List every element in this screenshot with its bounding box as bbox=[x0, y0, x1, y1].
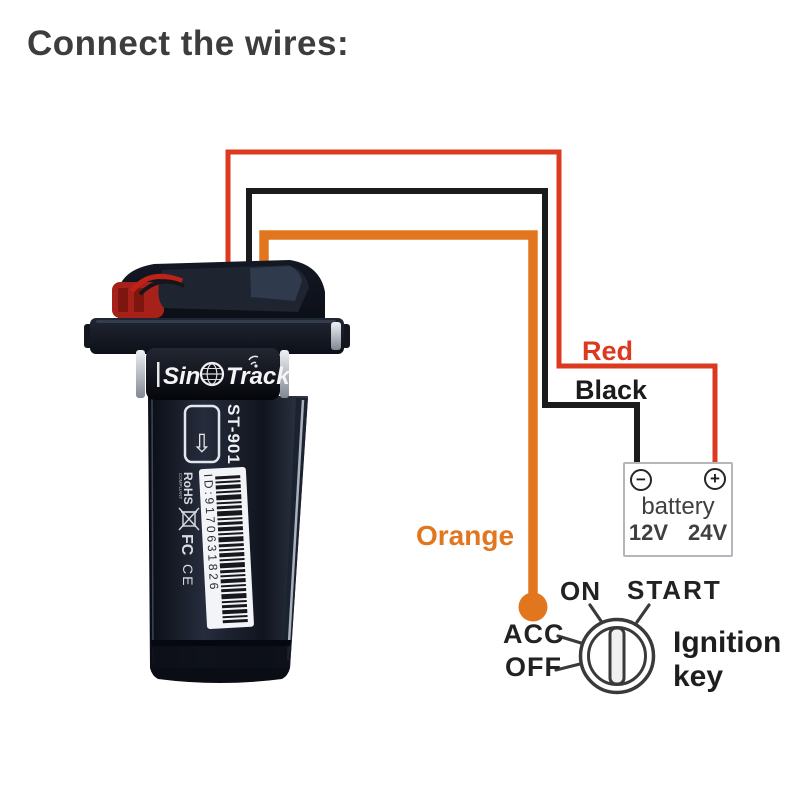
tick-acc bbox=[556, 634, 583, 645]
barcode bbox=[215, 475, 248, 624]
globe-icon bbox=[199, 361, 225, 387]
plate-chrome-left bbox=[136, 350, 145, 398]
red-wire bbox=[225, 149, 718, 463]
position-label-on: ON bbox=[560, 576, 601, 606]
connector-rib bbox=[134, 288, 144, 312]
fcc-mark: FC bbox=[178, 534, 195, 556]
download-arrow-icon: ⇩ bbox=[192, 429, 213, 458]
voltage-12v: 12V bbox=[628, 520, 668, 545]
ignition-switch bbox=[554, 603, 656, 695]
battery-voltages: 12V 24V bbox=[625, 520, 731, 546]
barcode-id: ID:9170631826 bbox=[201, 473, 221, 592]
rohs-compliant-text: COMPLIANT bbox=[178, 473, 183, 500]
tick-start bbox=[635, 603, 651, 624]
ce-mark: CE bbox=[180, 564, 196, 587]
rohs-mark: RoHS bbox=[181, 472, 195, 505]
orange-wire bbox=[259, 230, 538, 600]
lid-gloss-highlight bbox=[250, 266, 302, 301]
gps-tracker-device: ⇩ ST-901 RoHS COMPLIANT FC CE bbox=[84, 260, 350, 683]
weee-bin-icon bbox=[178, 507, 200, 531]
minus-terminal: − bbox=[630, 469, 652, 491]
device-seam-band bbox=[150, 646, 291, 668]
connector-rib bbox=[118, 288, 128, 312]
device-edge-highlight bbox=[151, 397, 154, 665]
battery-box: − + battery 12V 24V bbox=[623, 462, 733, 557]
device-seam bbox=[151, 640, 291, 646]
ignition-key-line2: key bbox=[673, 659, 724, 693]
ignition-key-label: Ignition key bbox=[673, 626, 781, 693]
ignition-key-line1: Ignition bbox=[673, 626, 782, 659]
plate-chrome-right bbox=[280, 350, 289, 398]
orange-wire-label: Orange bbox=[416, 520, 515, 551]
voltage-24v: 24V bbox=[688, 520, 728, 545]
red-wire-label: Red bbox=[582, 336, 634, 366]
black-wire-label: Black bbox=[575, 375, 648, 405]
satellite-signal-icon bbox=[248, 355, 259, 368]
device-edge-chrome bbox=[286, 399, 305, 661]
tick-off bbox=[554, 662, 582, 672]
logo-bar bbox=[157, 362, 160, 387]
position-label-off: OFF bbox=[505, 652, 562, 682]
device-bottom-cap bbox=[150, 668, 290, 683]
black-wire bbox=[246, 188, 640, 463]
download-frame bbox=[183, 404, 221, 464]
page-title: Connect the wires: bbox=[27, 24, 350, 63]
battery-label: battery bbox=[641, 493, 715, 520]
brand-prefix: Sin bbox=[163, 363, 200, 390]
lid-red-wire-curl bbox=[130, 273, 183, 293]
barcode-label: ID:9170631826 bbox=[198, 467, 254, 629]
tick-on bbox=[588, 603, 603, 623]
model-label: ST-901 bbox=[224, 404, 243, 465]
keyhole bbox=[608, 626, 626, 686]
position-ticks bbox=[554, 603, 651, 672]
lid-black-wire-curl bbox=[138, 279, 185, 296]
mounting-flange bbox=[90, 318, 344, 354]
flange-highlight bbox=[96, 320, 336, 323]
brand-suffix: Track bbox=[226, 363, 291, 390]
flange-chrome-nub bbox=[331, 322, 341, 350]
acc-connection-dot bbox=[518, 592, 548, 622]
brand-logo: Sin Track bbox=[157, 355, 291, 390]
position-label-acc: ACC bbox=[503, 619, 565, 649]
plus-terminal: + bbox=[704, 468, 726, 490]
position-label-start: START bbox=[627, 575, 722, 605]
